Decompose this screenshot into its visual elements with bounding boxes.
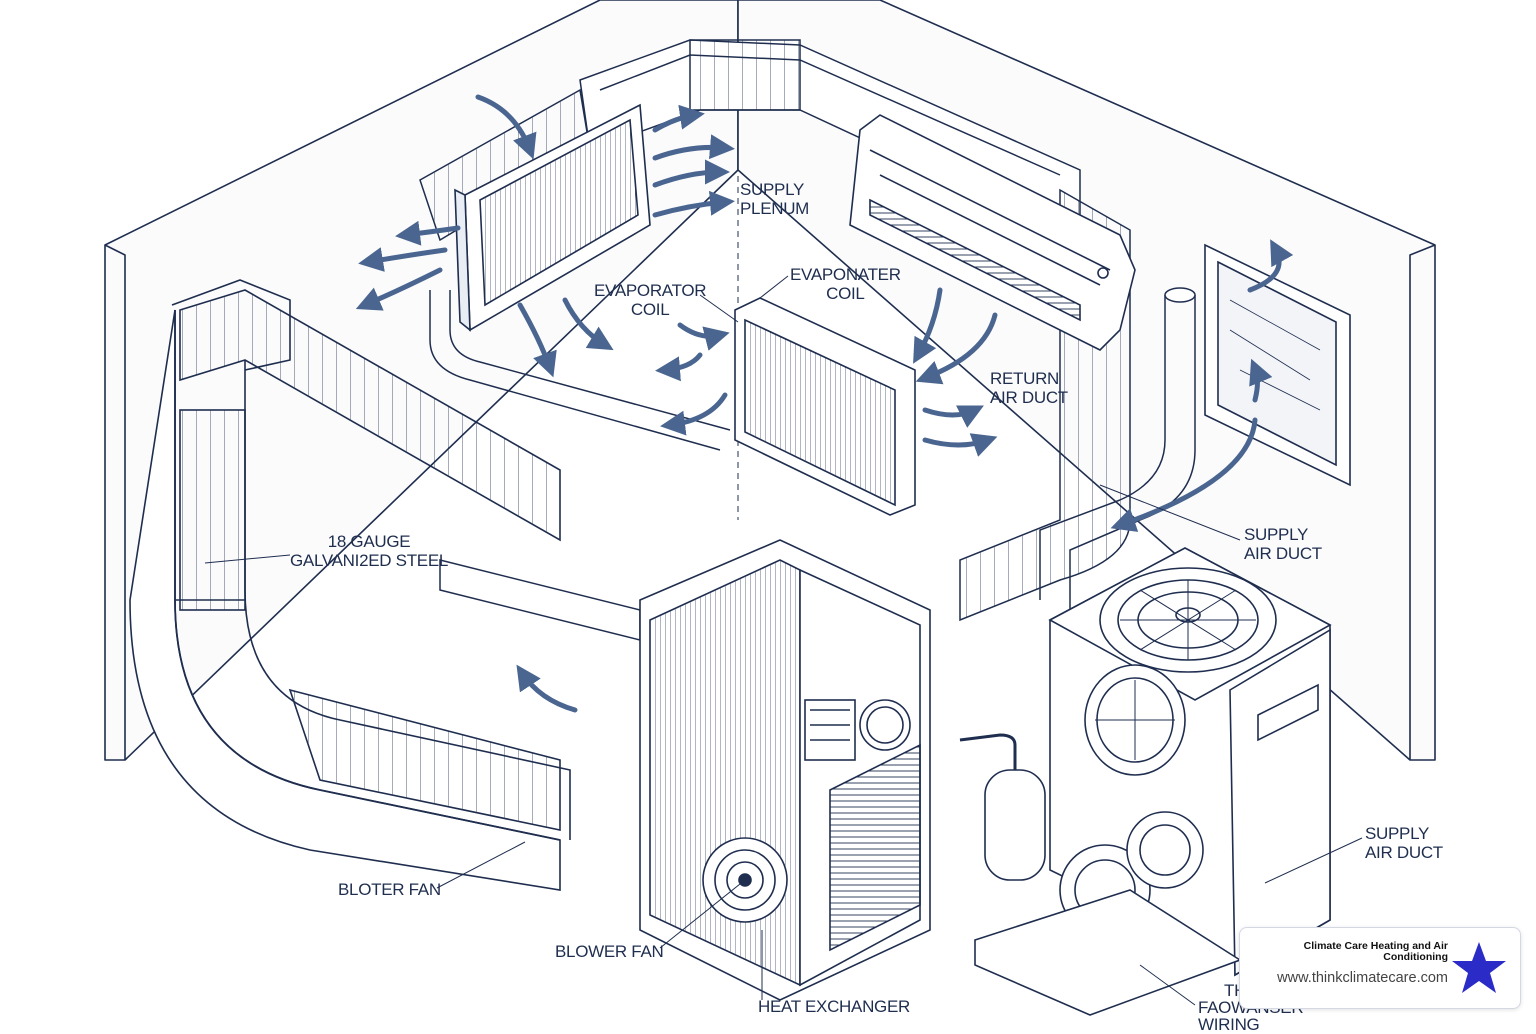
label-evaponater-coil: EVAPONATER COIL	[790, 265, 901, 303]
leader-lines	[204, 275, 1363, 1006]
supply-filter-panel	[454, 103, 651, 332]
company-badge: Climate Care Heating and Air Conditionin…	[1239, 927, 1521, 1009]
company-url[interactable]: www.thinkclimatecare.com	[1277, 970, 1448, 986]
label-evaporator-coil: EVAPORATOR COIL	[594, 281, 707, 319]
label-return-air-duct: RETURN AIR DUCT	[990, 369, 1068, 407]
label-bloter-fan: BLOTER FAN	[338, 880, 441, 899]
company-name: Climate Care Heating and Air Conditionin…	[1303, 940, 1448, 963]
main-duct-loop	[129, 279, 571, 891]
airflow-arrows	[355, 94, 1294, 713]
label-blower-fan: BLOWER FAN	[555, 942, 664, 961]
label-supply-air-duct-right: SUPPLY AIR DUCT	[1365, 824, 1443, 862]
label-heat-exchanger: HEAT EXCHANGER	[758, 997, 910, 1016]
vertical-pipes	[429, 287, 1196, 641]
wall-ac-unit	[849, 114, 1136, 351]
label-supply-air-duct-mid: SUPPLY AIR DUCT	[1244, 525, 1322, 563]
star-icon	[1452, 942, 1506, 993]
condenser-unit	[959, 547, 1332, 1016]
label-supply-plenum: SUPPLY PLENUM	[740, 180, 810, 218]
furnace-cabinet	[639, 539, 931, 1001]
central-evaporator-coil	[734, 297, 916, 516]
label-gauge-steel: 18 GAUGE GALVANI2ED STEEL	[290, 532, 449, 570]
wall-window	[1204, 243, 1351, 487]
